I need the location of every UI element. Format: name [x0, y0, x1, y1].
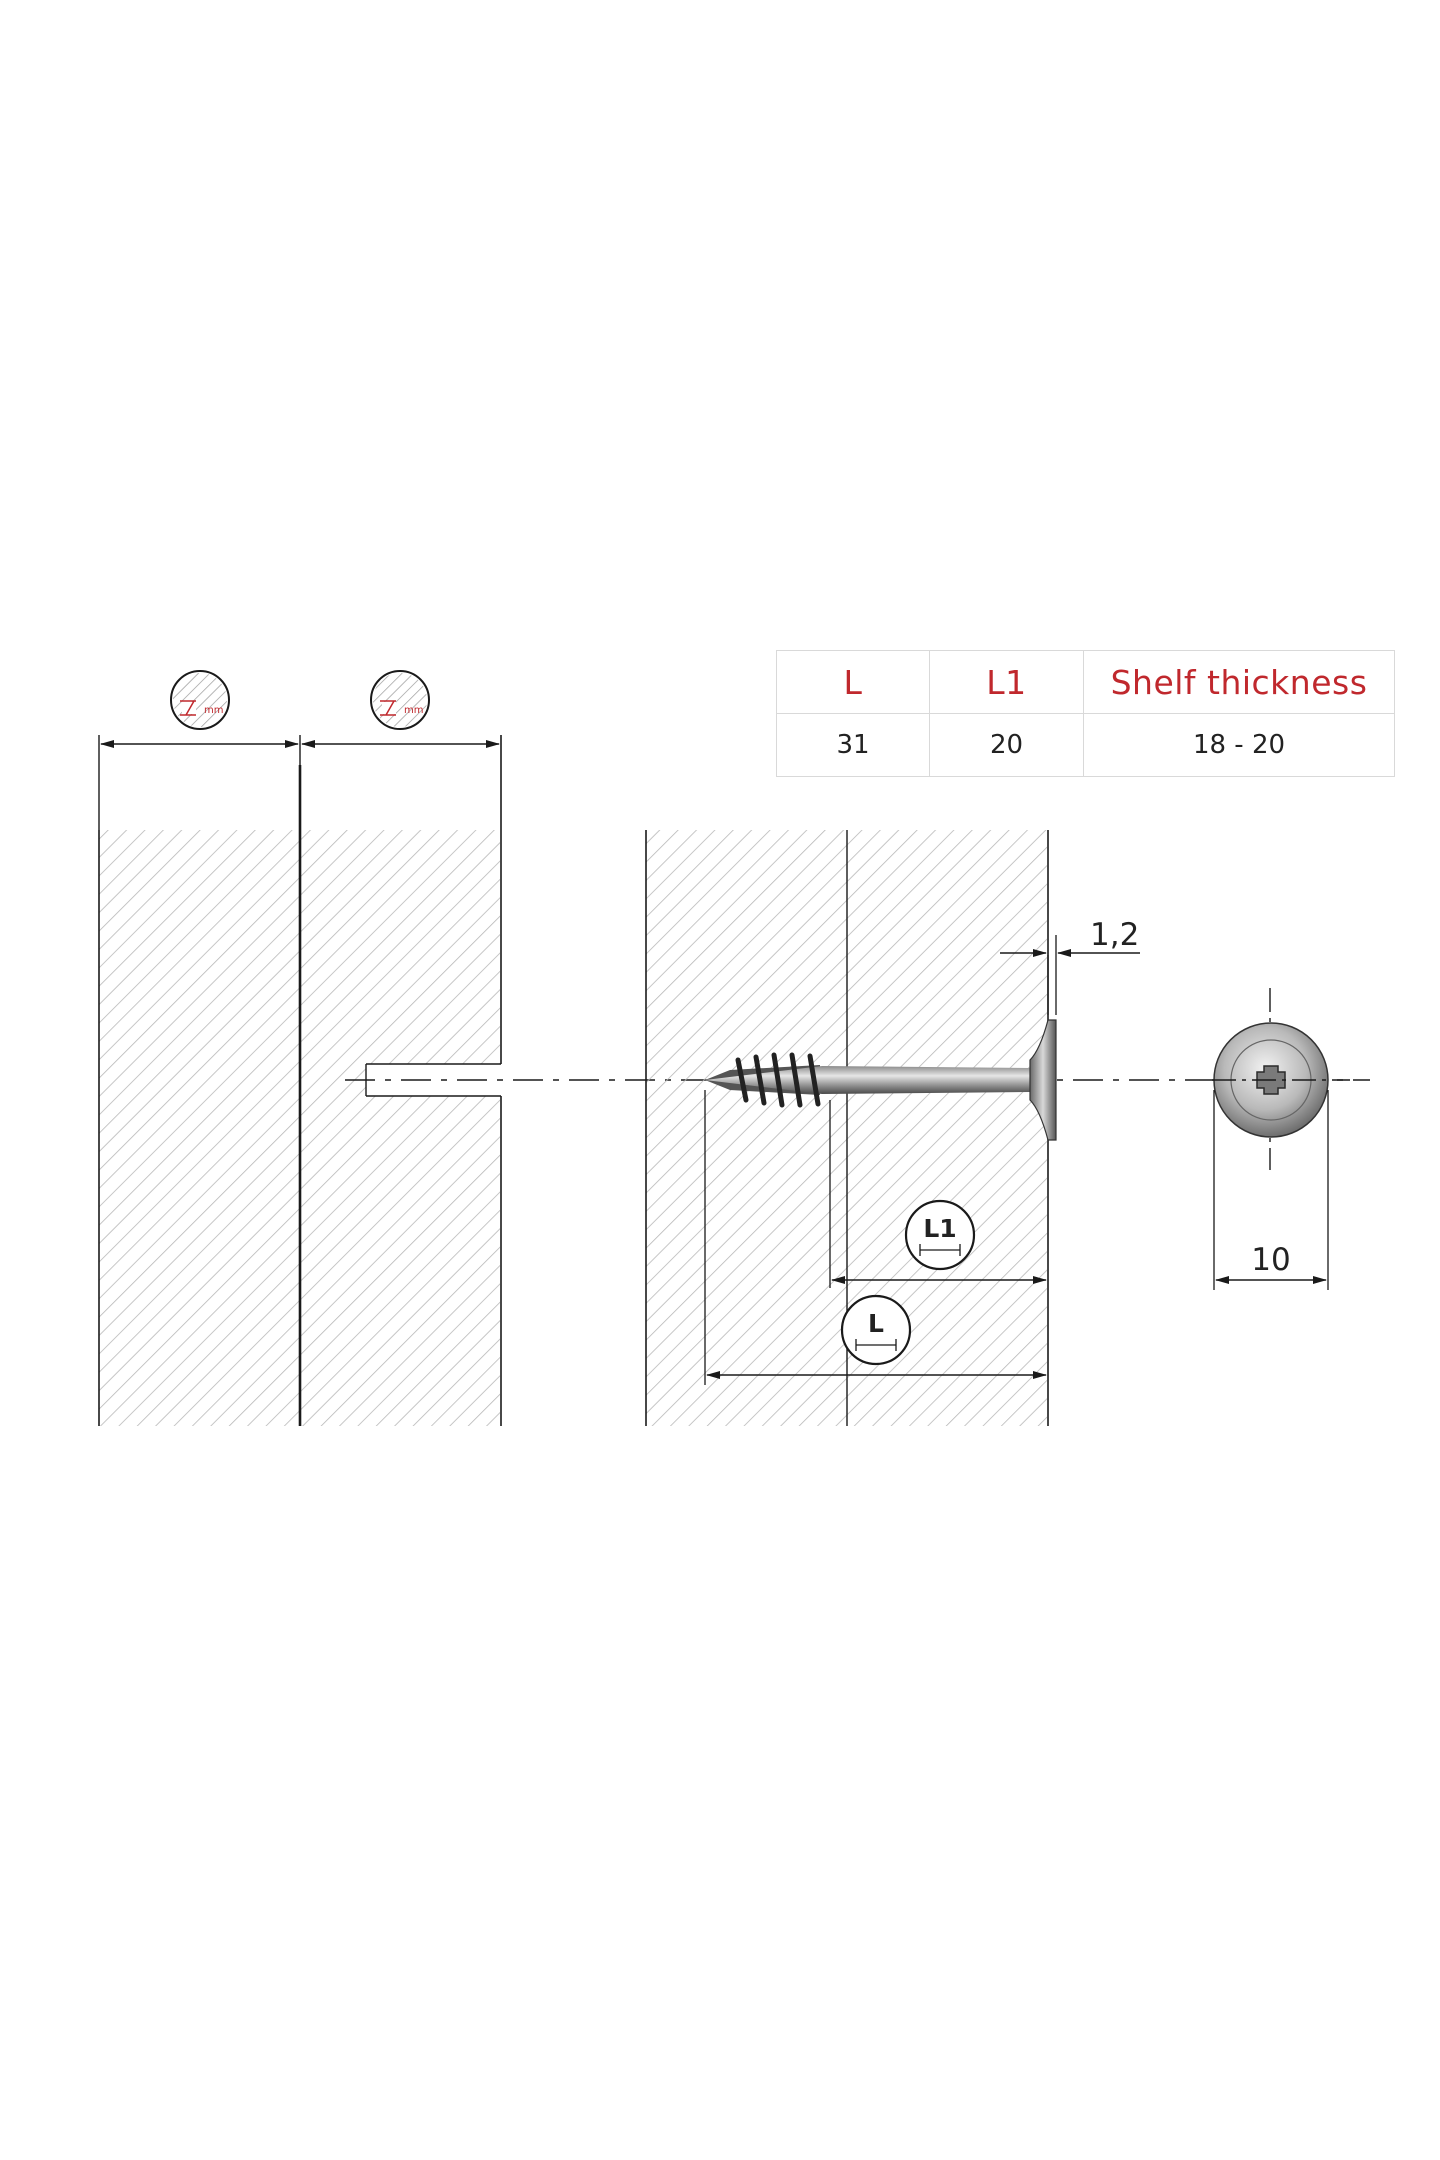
head-diameter-text: 10	[1251, 1242, 1290, 1278]
table-cell-L1-value: 20	[929, 713, 1084, 777]
table-cell-L-value: 31	[776, 713, 930, 777]
table-cell-shelf-thickness-value: 18 - 20	[1083, 713, 1395, 777]
callout-L-text: L	[868, 1309, 884, 1338]
table-row: 31 20 18 - 20	[776, 713, 1395, 777]
callout-L1: L1	[904, 1199, 976, 1271]
head-thickness-dimension: 1,2	[1000, 917, 1140, 1015]
callout-L1-text: L1	[923, 1214, 956, 1243]
table-header-L1: L1	[929, 650, 1084, 714]
screw-illustration	[705, 1019, 1057, 1141]
left-panel-assembly: mm mm	[98, 670, 502, 1426]
unit-symbol-text: mm	[204, 705, 223, 716]
callout-L: L	[840, 1294, 912, 1366]
unit-symbol-text: mm	[404, 705, 423, 716]
thickness-symbol: mm	[370, 670, 430, 730]
table-header-row: L L1 Shelf thickness	[776, 650, 1395, 714]
left-panel-a	[99, 830, 299, 1426]
screw-head-front-view: 10	[1212, 988, 1350, 1290]
table-header-shelf-thickness: Shelf thickness	[1083, 650, 1395, 714]
table-header-L: L	[776, 650, 930, 714]
spec-table: L L1 Shelf thickness 31 20 18 - 20	[776, 650, 1395, 777]
shelf-panel-assembly: L1 L	[645, 830, 1049, 1426]
thickness-symbol: mm	[170, 670, 230, 730]
head-thickness-text: 1,2	[1090, 917, 1139, 953]
left-panel-b	[301, 830, 500, 1426]
